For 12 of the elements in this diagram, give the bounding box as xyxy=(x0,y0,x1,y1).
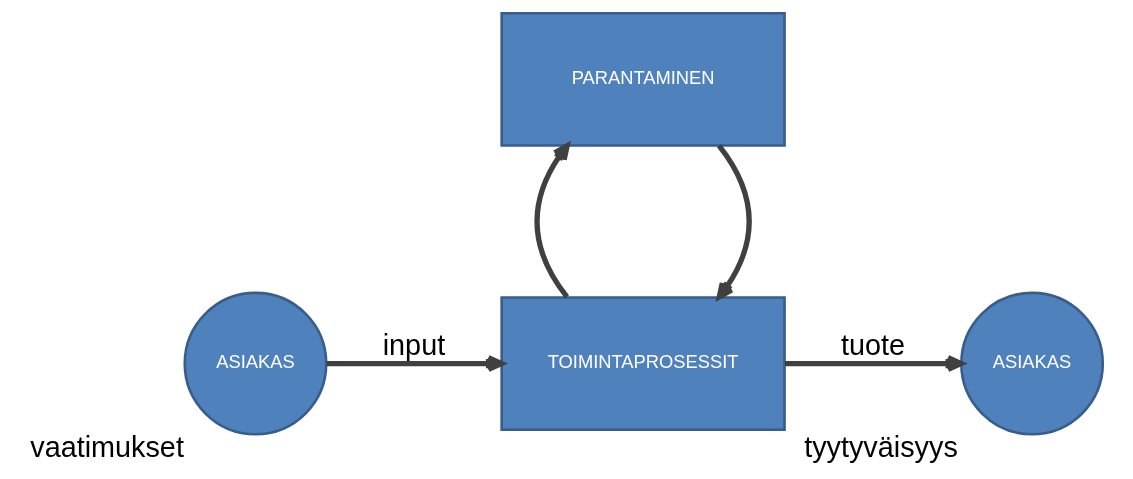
node-box: TOIMINTAPROSESSIT xyxy=(500,296,786,431)
node-label: vaatimukset xyxy=(30,431,184,464)
arrow xyxy=(716,144,752,300)
node-circle: ASIAKAS xyxy=(960,291,1105,436)
node-circle: ASIAKAS xyxy=(183,291,328,436)
arrow xyxy=(534,143,570,299)
arrow xyxy=(326,355,505,373)
edge-label: input xyxy=(382,329,446,362)
edge-label: tuote xyxy=(840,329,905,362)
arrow xyxy=(785,355,965,373)
node-label: tyytyväisyys xyxy=(804,431,958,464)
node-box: PARANTAMINEN xyxy=(500,11,786,147)
